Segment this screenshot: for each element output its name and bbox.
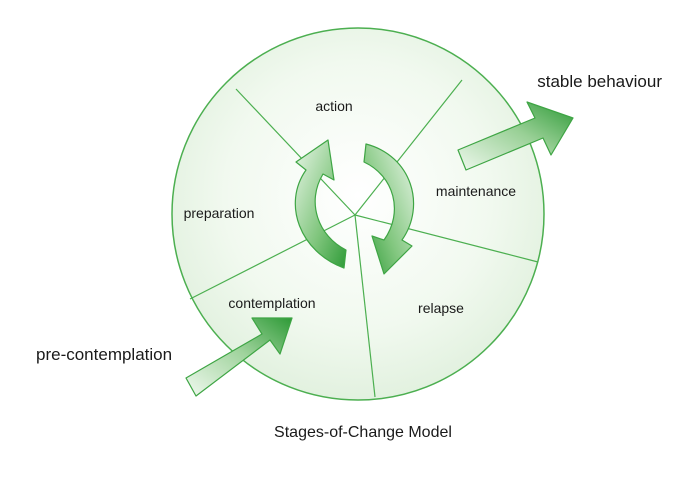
exit-arrow-icon xyxy=(457,101,574,171)
exit-label: stable behaviour xyxy=(537,72,662,91)
divider-action-preparation xyxy=(235,88,356,216)
stage-label-relapse: relapse xyxy=(418,300,464,316)
cycle-arrow-left-icon xyxy=(294,139,347,269)
stage-label-action: action xyxy=(315,98,352,114)
stages-wheel xyxy=(171,27,545,401)
diagram-caption: Stages-of-Change Model xyxy=(274,424,452,441)
stage-label-maintenance: maintenance xyxy=(436,183,516,199)
divider-relapse-contemplation xyxy=(354,214,376,398)
stage-label-contemplation: contemplation xyxy=(228,295,315,311)
wheel-circle xyxy=(171,27,545,401)
cycle-arrows xyxy=(294,139,415,275)
divider-contemplation-preparation xyxy=(189,214,356,300)
cycle-arrow-right-icon xyxy=(363,143,415,275)
stage-label-preparation: preparation xyxy=(184,205,255,221)
divider-action-maintenance xyxy=(354,79,463,216)
entry-arrow-icon xyxy=(185,317,293,397)
entry-label: pre-contemplation xyxy=(36,345,172,364)
divider-maintenance-relapse xyxy=(354,214,539,263)
